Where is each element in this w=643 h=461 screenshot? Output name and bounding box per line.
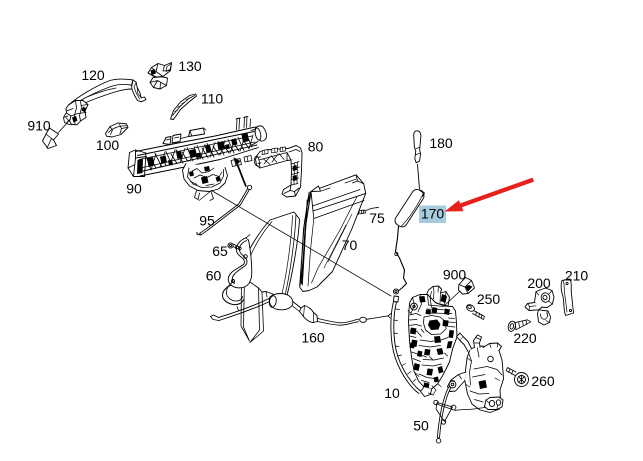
svg-text:220: 220 [513,330,537,346]
svg-text:95: 95 [199,213,215,229]
svg-text:10: 10 [384,385,400,401]
svg-text:200: 200 [527,275,551,291]
svg-text:130: 130 [178,58,202,74]
svg-text:120: 120 [81,67,105,83]
svg-text:160: 160 [301,330,325,346]
svg-text:70: 70 [342,237,358,253]
svg-text:180: 180 [429,135,453,151]
svg-text:260: 260 [531,373,555,389]
svg-text:910: 910 [27,118,51,134]
svg-text:75: 75 [369,210,385,226]
svg-text:80: 80 [308,139,324,155]
svg-text:900: 900 [443,267,467,283]
svg-text:100: 100 [96,137,120,153]
svg-text:110: 110 [201,91,224,107]
svg-text:65: 65 [212,243,228,259]
svg-text:50: 50 [413,418,429,434]
svg-text:210: 210 [565,268,589,284]
svg-text:250: 250 [477,291,501,307]
svg-text:170: 170 [421,206,445,222]
svg-text:90: 90 [126,181,142,197]
svg-text:60: 60 [206,268,222,284]
